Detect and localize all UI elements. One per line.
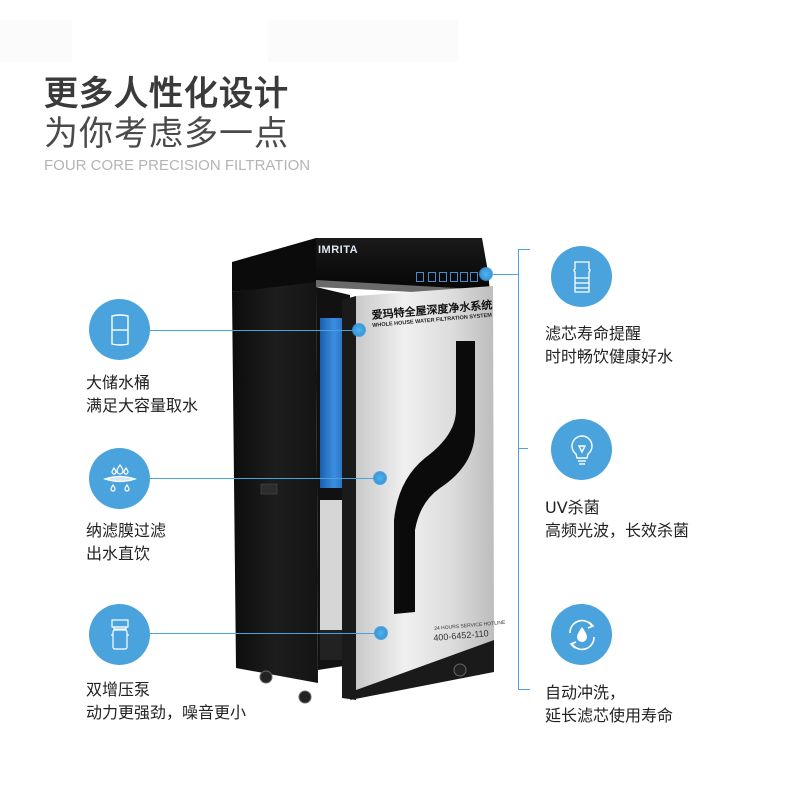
hotspot-dot-pump xyxy=(374,626,388,640)
control-button-2 xyxy=(428,272,436,282)
control-button-5 xyxy=(460,272,468,282)
feature-text-uv: UV杀菌 高频光波，长效杀菌 xyxy=(545,496,689,542)
feature-desc: 高频光波，长效杀菌 xyxy=(545,521,690,540)
bracket-vertical xyxy=(518,249,519,690)
control-button-6 xyxy=(470,272,478,282)
hotspot-dot-control-panel xyxy=(479,267,493,281)
feature-desc: 延长滤芯使用寿命 xyxy=(545,706,674,725)
light-bulb-icon xyxy=(551,419,612,480)
brand-logo: IMRITA xyxy=(318,244,359,256)
feature-text-filter-reminder: 滤芯寿命提醒 时时畅饮健康好水 xyxy=(545,322,673,368)
feature-title: UV杀菌 xyxy=(545,498,600,517)
feature-desc: 出水直饮 xyxy=(86,544,151,563)
bracket-tick-top xyxy=(518,249,530,250)
feature-title: 双增压泵 xyxy=(86,680,151,699)
connector-line-membrane xyxy=(150,478,380,479)
feature-text-tank: 大储水桶 满足大容量取水 xyxy=(86,371,198,417)
feature-title: 大储水桶 xyxy=(86,373,151,392)
booster-pump-icon xyxy=(89,604,150,665)
filter-cartridge-icon xyxy=(551,246,612,307)
feature-text-pump: 双增压泵 动力更强劲，噪音更小 xyxy=(86,678,246,724)
bracket-tick-bottom xyxy=(518,689,530,690)
connector-line-tank xyxy=(150,330,355,331)
feature-desc: 满足大容量取水 xyxy=(86,396,199,415)
background-shape-right xyxy=(268,20,458,62)
feature-title: 滤芯寿命提醒 xyxy=(545,324,642,343)
feature-desc: 动力更强劲，噪音更小 xyxy=(86,703,247,722)
feature-desc: 时时畅饮健康好水 xyxy=(545,347,674,366)
bracket-tick-middle xyxy=(518,448,528,449)
page-title: 更多人性化设计 xyxy=(44,74,289,114)
water-tank-icon xyxy=(89,299,150,360)
hotspot-dot-membrane xyxy=(373,471,387,485)
hotspot-dot-tank xyxy=(352,323,366,337)
nano-membrane-icon xyxy=(89,448,150,509)
control-button-4 xyxy=(450,272,458,282)
feature-title: 纳滤膜过滤 xyxy=(86,521,167,540)
feature-text-auto-flush: 自动冲洗， 延长滤芯使用寿命 xyxy=(545,681,673,727)
page-subtitle: 为你考虑多一点 xyxy=(44,114,289,154)
feature-title: 自动冲洗， xyxy=(545,683,626,702)
auto-flush-icon xyxy=(551,604,612,665)
background-shape-left xyxy=(0,20,72,62)
connector-line-control-panel xyxy=(492,274,518,275)
feature-text-membrane: 纳滤膜过滤 出水直饮 xyxy=(86,519,166,565)
connector-line-pump xyxy=(150,633,380,634)
page-tagline: FOUR CORE PRECISION FILTRATION xyxy=(44,157,311,174)
control-button-1 xyxy=(416,272,424,282)
control-button-3 xyxy=(439,272,447,282)
